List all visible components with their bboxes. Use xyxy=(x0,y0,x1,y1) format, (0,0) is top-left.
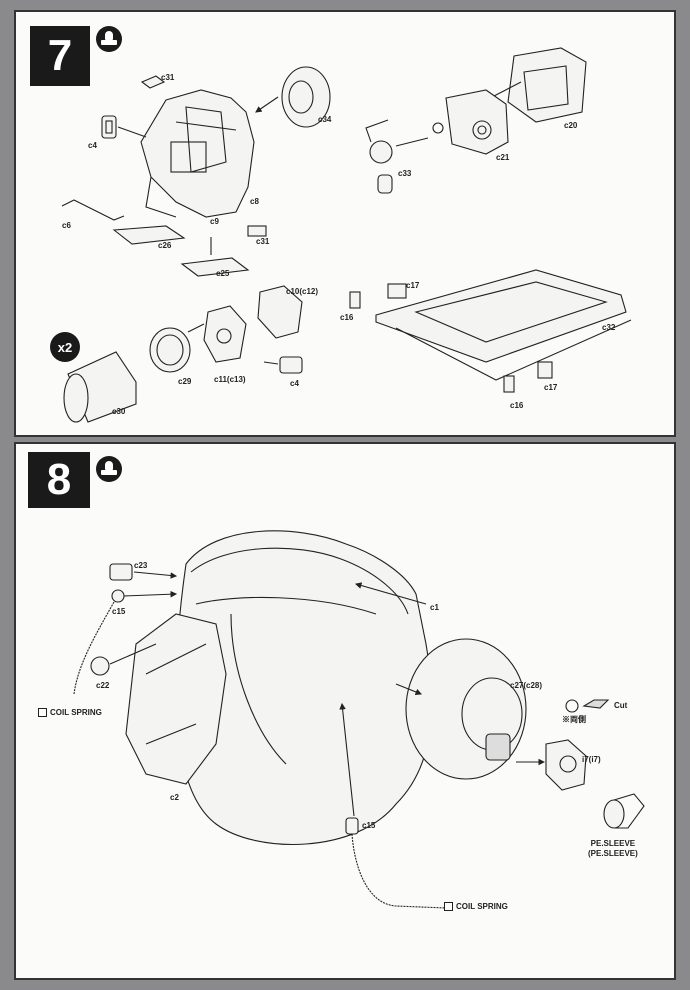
part-c29-label: c29 xyxy=(178,377,192,386)
coil-spring-text: COIL SPRING xyxy=(50,708,102,717)
part-c17-label: c17 xyxy=(406,281,420,290)
part-c1-label: c1 xyxy=(430,603,439,612)
part-c6-label: c6 xyxy=(62,221,71,230)
part-c4-label: c4 xyxy=(88,141,97,150)
part-c8-label: c8 xyxy=(250,197,259,206)
part-c16-label-2: c16 xyxy=(510,401,524,410)
part-c23-label: c23 xyxy=(134,561,148,570)
part-c30-label: c30 xyxy=(112,407,126,416)
part-c16-label: c16 xyxy=(340,313,354,322)
part-c32-label: c32 xyxy=(602,323,616,332)
step-8-diagram xyxy=(73,530,645,909)
coil-spring-text: COIL SPRING xyxy=(456,902,508,911)
step-7-diagram xyxy=(61,47,632,423)
part-c15-label: c15 xyxy=(112,607,126,616)
step-8-panel: 8 xyxy=(14,442,676,980)
part-c22-label: c22 xyxy=(96,681,110,690)
part-c31-label-2: c31 xyxy=(256,237,270,246)
part-c33-label: c33 xyxy=(398,169,412,178)
part-c21-label: c21 xyxy=(496,153,510,162)
step-number: 8 xyxy=(28,452,90,508)
pe-sleeve-text: PE.SLEEVE xyxy=(590,839,636,848)
quantity-badge: x2 xyxy=(50,332,80,362)
coil-spring-note: COIL SPRING xyxy=(38,708,102,717)
part-c9-label: c9 xyxy=(210,217,219,226)
glue-icon xyxy=(96,26,122,52)
part-c10-label: c10(c12) xyxy=(286,287,319,296)
pe-sleeve-alt-text: (PE.SLEEVE) xyxy=(588,849,638,858)
step-number: 7 xyxy=(30,26,90,86)
part-c25-label: c25 xyxy=(216,269,230,278)
part-c31-label: c31 xyxy=(161,73,175,82)
glue-icon xyxy=(96,456,122,482)
pe-sleeve-label: PE.SLEEVE (PE.SLEEVE) xyxy=(588,840,638,858)
coil-spring-note-2: COIL SPRING xyxy=(444,902,508,911)
part-c20-label: c20 xyxy=(564,121,578,130)
part-c2-label: c2 xyxy=(170,793,179,802)
part-c34-label: c34 xyxy=(318,115,332,124)
part-c26-label: c26 xyxy=(158,241,172,250)
part-c27-label: c27(c28) xyxy=(510,681,543,690)
part-c11-label: c11(c13) xyxy=(214,375,246,384)
both-sides-note: ※両側 xyxy=(562,715,586,724)
cut-label: Cut xyxy=(614,701,628,710)
part-i7-label: i7(i7) xyxy=(582,755,601,764)
checkbox-icon xyxy=(444,902,453,911)
checkbox-icon xyxy=(38,708,47,717)
part-c4-label-2: c4 xyxy=(290,379,299,388)
step-7-panel: 7 xyxy=(14,10,676,437)
part-c17-label-2: c17 xyxy=(544,383,558,392)
part-c15-label-2: c15 xyxy=(362,821,376,830)
